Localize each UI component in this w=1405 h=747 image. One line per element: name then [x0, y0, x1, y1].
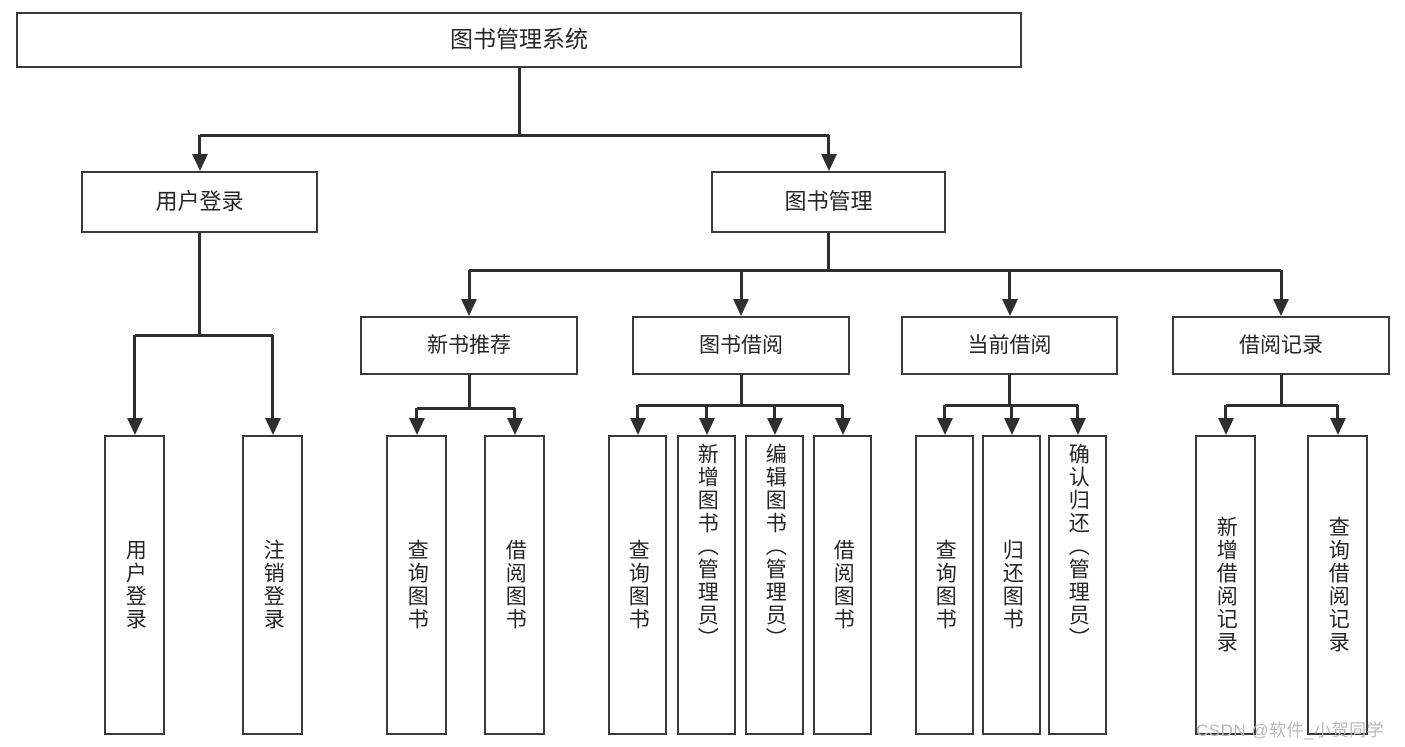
- connector-vertical: [467, 375, 471, 408]
- connector-vertical: [739, 270, 743, 299]
- connector-vertical: [271, 335, 274, 418]
- connector-vertical: [198, 233, 201, 335]
- arrowhead-icon: [264, 418, 281, 435]
- connector-vertical: [1279, 270, 1283, 299]
- csdn-watermark: CSDN @软件_小贺同学: [1196, 721, 1385, 740]
- connector-horizontal: [199, 133, 829, 137]
- leaf-borrow-book-recommend[interactable]: 借阅图书: [484, 435, 545, 735]
- arrowhead-icon: [766, 418, 783, 435]
- connector-vertical: [827, 135, 830, 154]
- leaf-add-borrow-record[interactable]: 新增借阅记录: [1195, 435, 1256, 735]
- connector-horizontal: [637, 403, 843, 407]
- arrowhead-icon: [126, 418, 143, 435]
- connector-vertical: [1008, 270, 1011, 299]
- connector-vertical: [1279, 375, 1283, 405]
- arrowhead-icon: [191, 154, 208, 171]
- arrowhead-icon: [629, 418, 646, 435]
- connector-vertical: [1336, 405, 1339, 418]
- connector-vertical: [198, 135, 201, 154]
- leaf-query-borrow-record[interactable]: 查询借阅记录: [1307, 435, 1368, 735]
- leaf-user-logout[interactable]: 注销登录: [242, 435, 303, 735]
- connector-vertical: [827, 233, 830, 270]
- node-root[interactable]: 图书管理系统: [16, 12, 1022, 68]
- connector-vertical: [636, 405, 639, 418]
- leaf-return-book[interactable]: 归还图书: [982, 435, 1041, 735]
- arrowhead-icon: [936, 418, 953, 435]
- connector-vertical: [467, 270, 471, 299]
- arrowhead-icon: [1003, 418, 1020, 435]
- connector-vertical: [517, 68, 521, 135]
- leaf-confirm-return-admin[interactable]: 确认归还（管理员）: [1048, 435, 1107, 735]
- leaf-borrow-book[interactable]: 借阅图书: [813, 435, 872, 735]
- arrowhead-icon: [1069, 418, 1086, 435]
- connector-vertical: [1224, 405, 1227, 418]
- leaf-user-login[interactable]: 用户登录: [104, 435, 165, 735]
- arrowhead-icon: [461, 299, 477, 316]
- node-borrow-record[interactable]: 借阅记录: [1172, 316, 1390, 375]
- connector-vertical: [1010, 405, 1013, 418]
- connector-vertical: [705, 405, 708, 418]
- leaf-edit-book-admin[interactable]: 编辑图书（管理员）: [745, 435, 804, 735]
- connector-vertical: [943, 405, 946, 418]
- arrowhead-icon: [1329, 418, 1346, 435]
- leaf-query-book-borrow[interactable]: 查询图书: [608, 435, 667, 735]
- arrowhead-icon: [1217, 418, 1234, 435]
- leaf-add-book-admin[interactable]: 新增图书（管理员）: [677, 435, 736, 735]
- node-new-book-recommend[interactable]: 新书推荐: [360, 316, 578, 375]
- node-book-borrow[interactable]: 图书借阅: [632, 316, 850, 375]
- connector-vertical: [133, 335, 136, 418]
- arrowhead-icon: [1273, 299, 1289, 316]
- node-user-login[interactable]: 用户登录: [81, 171, 318, 233]
- arrowhead-icon: [834, 418, 851, 435]
- arrowhead-icon: [733, 299, 749, 316]
- node-current-borrow[interactable]: 当前借阅: [901, 316, 1118, 375]
- connector-vertical: [773, 405, 776, 418]
- arrowhead-icon: [1001, 299, 1018, 316]
- connector-horizontal: [469, 268, 1281, 272]
- connector-horizontal: [134, 333, 273, 337]
- node-book-manage[interactable]: 图书管理: [711, 171, 946, 233]
- connector-horizontal: [1225, 403, 1338, 407]
- arrowhead-icon: [820, 154, 837, 171]
- arrowhead-icon: [506, 418, 523, 435]
- connector-vertical: [1076, 405, 1079, 418]
- connector-vertical: [739, 375, 743, 405]
- connector-vertical: [841, 405, 844, 418]
- leaf-query-book-recommend[interactable]: 查询图书: [386, 435, 447, 735]
- connector-vertical: [513, 408, 516, 418]
- arrowhead-icon: [698, 418, 715, 435]
- connector-vertical: [1008, 375, 1011, 405]
- leaf-query-book-current[interactable]: 查询图书: [915, 435, 974, 735]
- arrowhead-icon: [408, 418, 425, 435]
- connector-vertical: [415, 408, 418, 418]
- connector-horizontal: [416, 406, 515, 410]
